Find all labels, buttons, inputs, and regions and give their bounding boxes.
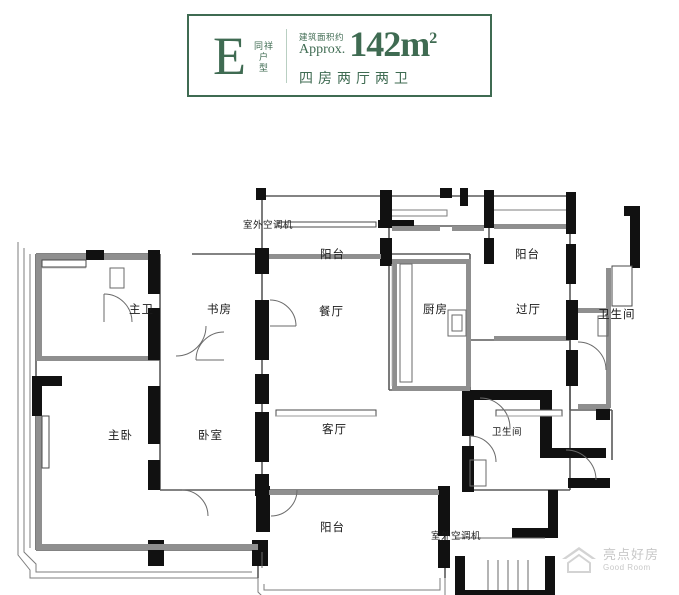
watermark: 亮点好房 Good Room xyxy=(559,537,671,583)
room-composition-label: 四房两厅两卫 xyxy=(299,69,414,86)
approx-cn-label: 建筑面积约 xyxy=(299,31,345,42)
south-balcony-outline xyxy=(257,578,446,595)
label-living-room: 客厅 xyxy=(322,424,347,436)
area-number: 142m xyxy=(349,23,430,64)
approx-en-label: Approx. xyxy=(299,42,346,58)
unit-type-vertical-char3: 型 xyxy=(259,63,270,74)
secondary-walls xyxy=(36,224,611,550)
badge-approx-block: 建筑面积约 Approx. xyxy=(299,32,345,58)
watermark-cn: 亮点好房 xyxy=(603,547,660,563)
label-bathroom-east: 卫生间 xyxy=(598,309,636,321)
label-hall-passage: 过厅 xyxy=(516,304,541,316)
plan-header-badge: E 同祥 户 型 建筑面积约 Approx. 142m2 四房两厅两卫 xyxy=(187,14,492,97)
badge-divider xyxy=(286,28,288,83)
unit-type-vertical-char2: 户 xyxy=(259,51,270,62)
unit-type-vertical-label: 同祥 户 型 xyxy=(254,30,274,86)
label-kitchen: 厨房 xyxy=(423,304,448,316)
label-balcony-south: 阳台 xyxy=(320,522,345,534)
badge-area-block: 建筑面积约 Approx. 142m2 四房两厅两卫 xyxy=(299,23,437,88)
label-bedroom-2: 卧室 xyxy=(198,430,223,442)
door-swings xyxy=(103,293,607,568)
floorplan-svg xyxy=(17,188,640,595)
label-balcony-north: 阳台 xyxy=(320,249,345,261)
detail-hatch xyxy=(42,264,562,417)
label-bathroom-center: 卫生间 xyxy=(492,427,523,438)
label-dining-room: 餐厅 xyxy=(319,306,344,318)
fixtures xyxy=(109,263,609,590)
unit-type-vertical-char1: 同祥 xyxy=(254,40,275,51)
house-logo-icon xyxy=(562,547,596,573)
area-superscript: 2 xyxy=(429,29,437,47)
label-master-bedroom: 主卧 xyxy=(108,430,133,442)
outer-outline xyxy=(17,242,259,579)
unit-type-letter: E xyxy=(213,25,246,86)
label-master-bathroom: 主卫 xyxy=(129,304,154,316)
windows xyxy=(41,221,633,469)
label-outdoor-ac-unit-bottom: 室外空调机 xyxy=(431,531,482,542)
label-outdoor-ac-unit-top: 室外空调机 xyxy=(243,220,294,231)
watermark-en: Good Room xyxy=(603,562,651,572)
label-study: 书房 xyxy=(207,304,232,316)
label-balcony-northeast: 阳台 xyxy=(515,249,540,261)
area-value: 142m2 xyxy=(349,23,437,64)
floorplan-drawing: 室外空调机 阳台 阳台 主卫 书房 餐厅 厨房 过厅 卫生间 主卧 卧室 客厅 … xyxy=(0,160,679,595)
